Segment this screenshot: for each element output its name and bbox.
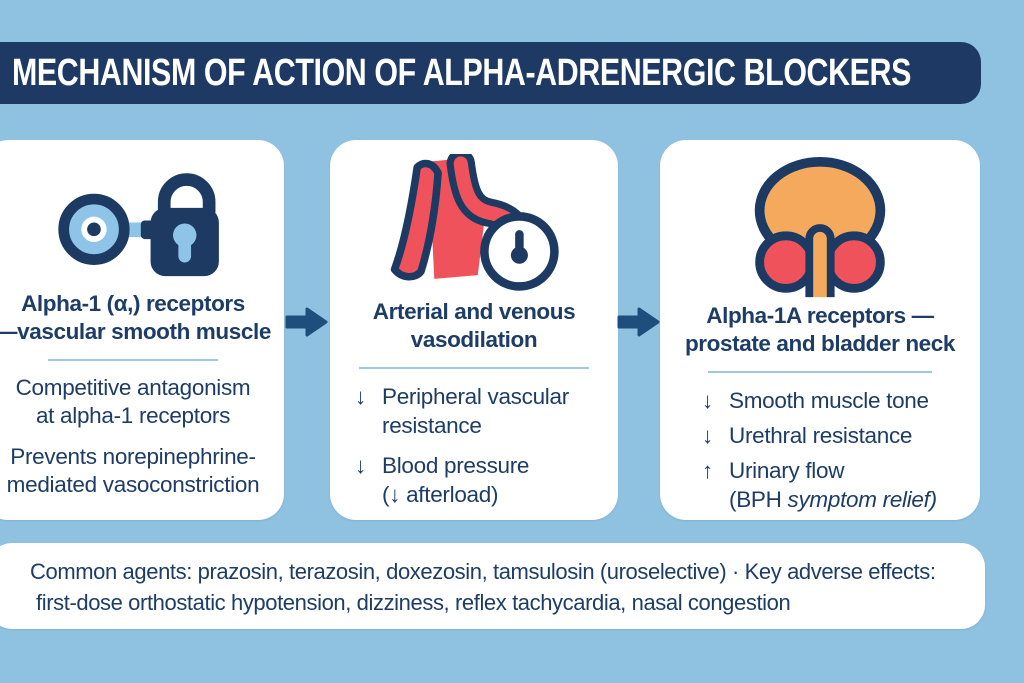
prostate-bladder-icon <box>732 156 908 300</box>
card-vasodilation: Arterial and venous vasodilation ↓ Perip… <box>330 140 618 520</box>
effect-item: ↓ Peripheral vascular resistance <box>355 384 569 438</box>
divider-line <box>48 359 218 361</box>
flow-arrow-icon <box>617 307 660 337</box>
card-alpha1a-receptors: Alpha-1A receptors — prostate and bladde… <box>660 140 980 520</box>
card-heading: Alpha-1 (α,) receptors —vascular smooth … <box>0 290 271 346</box>
card-heading: Arterial and venous vasodilation <box>372 298 576 354</box>
title-banner: MECHANISM OF ACTION OF ALPHA-ADRENERGIC … <box>0 42 981 104</box>
page-title: MECHANISM OF ACTION OF ALPHA-ADRENERGIC … <box>12 51 911 94</box>
receptor-lock-icon <box>44 162 222 282</box>
down-arrow-bullet: ↓ <box>355 453 366 478</box>
card-body: ↓ Smooth muscle tone ↓ Urethral resistan… <box>660 386 980 520</box>
card-heading-line: Arterial and venous <box>372 299 576 324</box>
up-arrow-bullet: ↑ <box>702 458 713 483</box>
card-heading-line: Alpha-1 (α,) receptors <box>21 291 245 316</box>
effect-item: ↓ Urethral resistance <box>702 423 913 448</box>
card-heading: Alpha-1A receptors — prostate and bladde… <box>685 302 955 358</box>
effect-item: ↑ Urinary flow (BPH symptom relief) <box>702 458 937 512</box>
flow-arrow-icon <box>285 307 328 337</box>
card-heading-line: prostate and bladder neck <box>684 331 956 356</box>
footer-panel: Common agents: prazosin, terazosin, doxe… <box>0 543 985 629</box>
bph-relief-note: (BPH symptom relief) <box>729 487 937 512</box>
footer-text: Common agents: prazosin, terazosin, doxe… <box>0 543 985 618</box>
down-arrow-bullet: ↓ <box>355 384 366 409</box>
mechanism-note: Competitive antagonism at alpha-1 recept… <box>15 375 251 428</box>
down-arrow-bullet: ↓ <box>702 388 713 413</box>
vessel-gauge-icon <box>376 154 572 294</box>
card-alpha1-receptors: Alpha-1 (α,) receptors —vascular smooth … <box>0 140 284 520</box>
mechanism-note: Prevents norepinephrine- mediated vasoco… <box>6 444 260 497</box>
divider-line <box>359 367 589 369</box>
card-heading-line: —vascular smooth muscle <box>0 319 271 344</box>
card-heading-line: vasodilation <box>410 327 538 352</box>
divider-line <box>708 371 932 373</box>
card-body: ↓ Peripheral vascular resistance ↓ Blood… <box>330 382 618 520</box>
adverse-effects-line: first-dose orthostatic hypotension, dizz… <box>36 590 791 615</box>
card-body: Competitive antagonism at alpha-1 recept… <box>0 374 284 512</box>
effect-item: ↓ Blood pressure (↓ afterload) <box>355 453 530 507</box>
down-arrow-bullet: ↓ <box>702 423 713 448</box>
common-agents-line: Common agents: prazosin, terazosin, doxe… <box>30 559 936 584</box>
card-heading-line: Alpha-1A receptors — <box>706 303 934 328</box>
effect-item: ↓ Smooth muscle tone <box>702 388 929 413</box>
